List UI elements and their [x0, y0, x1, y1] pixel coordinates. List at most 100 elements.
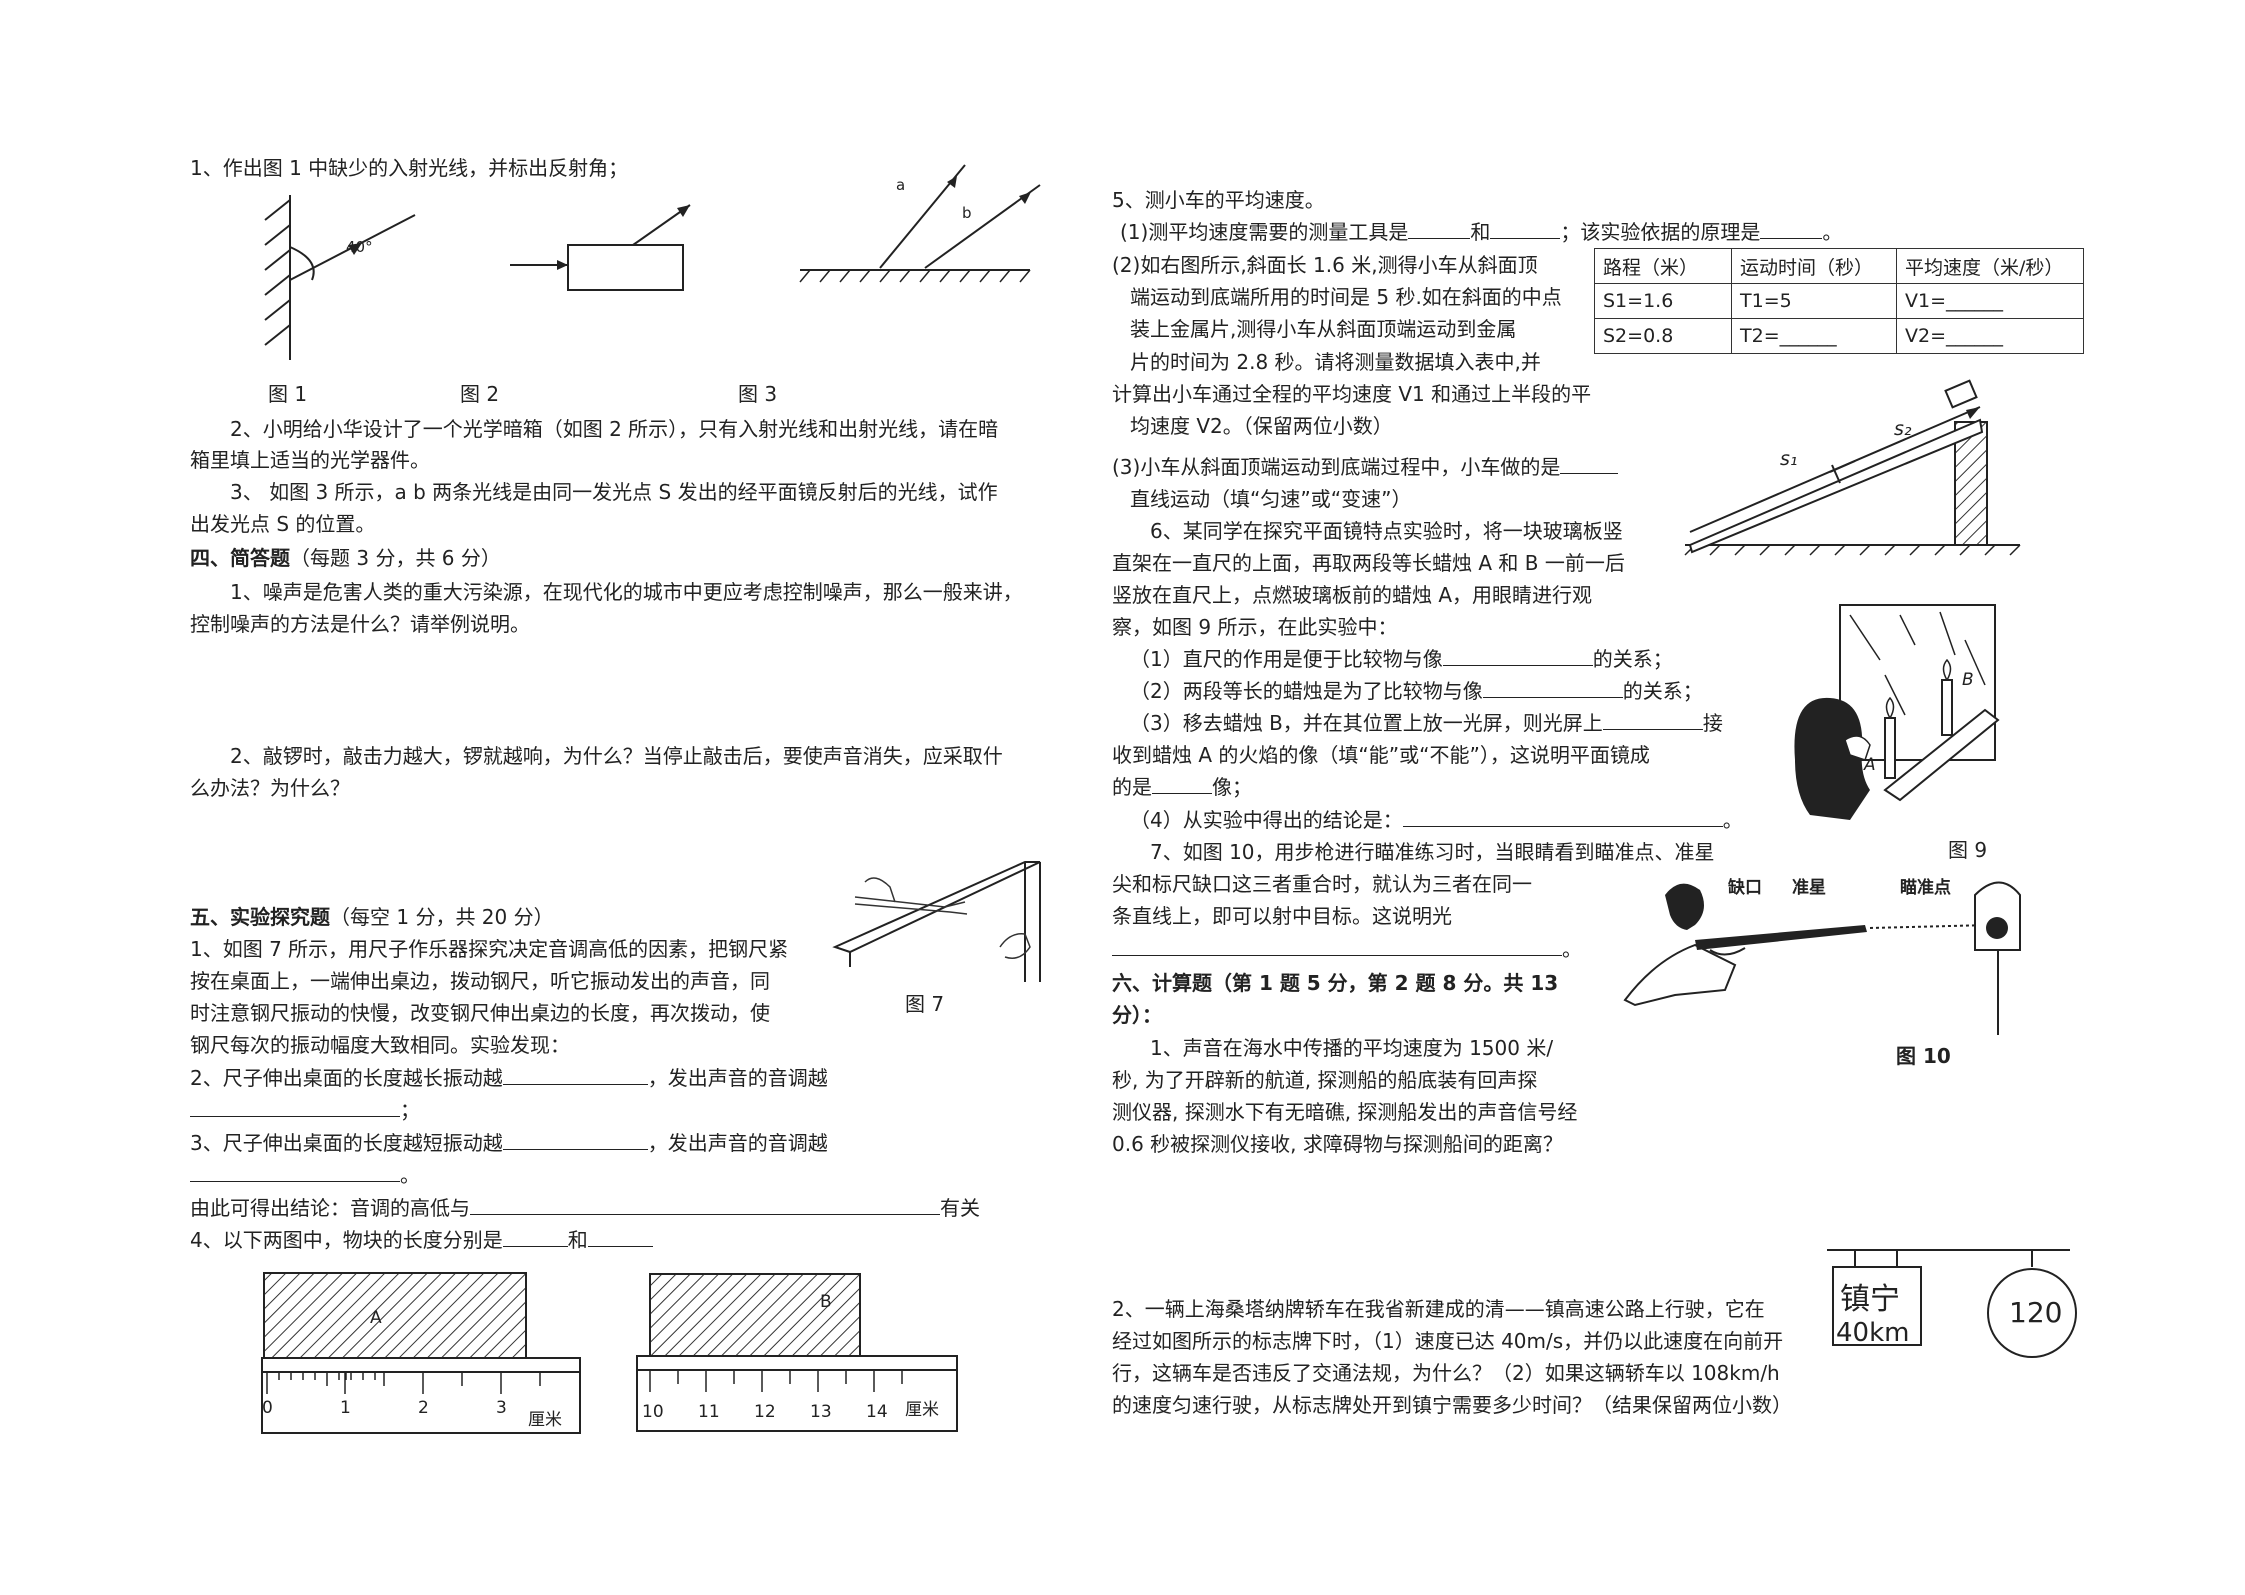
s5-question-3-blank: 。	[190, 1163, 420, 1187]
ruler-b-tick-12: 12	[754, 1402, 776, 1422]
ruler-b-tick-13: 13	[810, 1402, 832, 1422]
question-3-line1: 3、 如图 3 所示，a b 两条光线是由同一发光点 S 发出的经平面镜反射后的…	[230, 480, 998, 504]
table-cell: V1=______	[1896, 283, 2084, 319]
calc-2-line1: 2、一辆上海桑塔纳牌轿车在我省新建成的清——镇高速公路上行驶，它在	[1112, 1297, 1765, 1321]
section-4-heading: 四、简答题（每题 3 分，共 6 分）	[190, 546, 501, 570]
ruler-b-tick-10: 10	[642, 1402, 664, 1422]
fig10-word-aimpoint: 瞄准点	[1900, 878, 1951, 898]
q5-title: 5、测小车的平均速度。	[1112, 188, 1325, 212]
figure-3	[799, 164, 1041, 283]
block-a-label: A	[370, 1308, 382, 1328]
s5-question-1-line4: 钢尺每次的振动幅度大致相同。实验发现：	[190, 1033, 570, 1057]
q6-line3: 竖放在直尺上，点燃玻璃板前的蜡烛 A，用眼睛进行观	[1112, 583, 1593, 607]
table-header: 平均速度（米/秒）	[1896, 248, 2084, 284]
ruler-b-tick-11: 11	[698, 1402, 720, 1422]
calc-2-line3: 行，这辆车是否违反了交通法规，为什么？（2）如果这辆轿车以 108km/h	[1112, 1361, 1780, 1385]
fig3-caption: 图 3	[738, 382, 778, 406]
ruler-a-tick-2: 2	[418, 1398, 429, 1418]
table-cell: T1=5	[1731, 283, 1897, 319]
road-sign-figure	[1827, 1249, 2077, 1358]
fig1-angle-label: 40°	[346, 238, 373, 256]
fig1-caption: 图 1	[268, 382, 308, 406]
s5-question-3: 3、尺子伸出桌面的长度越短振动越，发出声音的音调越	[190, 1131, 828, 1155]
q6-sub4: （4）从实验中得出的结论是：。	[1130, 808, 1743, 832]
q7-line1: 7、如图 10，用步枪进行瞄准练习时，当眼睛看到瞄准点、准星	[1150, 840, 1715, 864]
ruler-b-figure	[636, 1273, 958, 1432]
s5-question-1-line1: 1、如图 7 所示，用尺子作乐器探究决定音调高低的因素，把钢尺紧	[190, 937, 789, 961]
conclusion-line: 由此可得出结论：音调的高低与有关	[190, 1196, 980, 1220]
q5-part2-line2: 端运动到底端所用的时间是 5 秒.如在斜面的中点	[1130, 285, 1562, 309]
q6-sub1: （1）直尺的作用是便于比较物与像的关系；	[1130, 647, 1673, 671]
question-1: 1、作出图 1 中缺少的入射光线，并标出反射角；	[190, 156, 629, 180]
q5-part2-line6: 均速度 V2。（保留两位小数）	[1130, 414, 1393, 438]
q6-sub3-line2: 收到蜡烛 A 的火焰的像（填“能”或“不能”），这说明平面镜成	[1112, 743, 1650, 767]
q6-sub3-line3: 的是像；	[1112, 775, 1252, 799]
figure-1	[264, 195, 416, 360]
fig9-label-b: B	[1962, 670, 1974, 690]
q6-sub3: （3）移去蜡烛 B，并在其位置上放一光屏，则光屏上接	[1130, 711, 1723, 735]
calc-1-line1: 1、声音在海水中传播的平均速度为 1500 米/	[1150, 1036, 1554, 1060]
fig2-caption: 图 2	[460, 382, 500, 406]
s4-question-1-line1: 1、噪声是危害人类的重大污染源，在现代化的城市中更应考虑控制噪声，那么一般来讲，	[230, 580, 1023, 604]
figure-7	[832, 861, 1041, 982]
calc-2-line4: 的速度匀速行驶，从标志牌处开到镇宁需要多少时间？（结果保留两位小数）	[1112, 1393, 1792, 1417]
q7-line3: 条直线上，即可以射中目标。这说明光	[1112, 904, 1452, 928]
ruler-b-unit: 厘米	[905, 1400, 939, 1420]
ruler-a-tick-1: 1	[340, 1398, 351, 1418]
table-header: 运动时间（秒）	[1731, 248, 1897, 284]
table-row: S1=1.6 T1=5 V1=______	[1594, 283, 2084, 319]
slope-s1-label: s₁	[1780, 448, 1798, 470]
table-cell: V2=______	[1896, 318, 2084, 354]
q6-sub2: （2）两段等长的蜡烛是为了比较物与像的关系；	[1130, 679, 1703, 703]
speed-limit-sign: 120	[2009, 1296, 2063, 1329]
table-row: S2=0.8 T2=______ V2=______	[1594, 318, 2084, 354]
s4-question-2-line2: 么办法？为什么？	[190, 776, 350, 800]
fig9-label-a: A	[1864, 755, 1876, 775]
section-6-heading-line2: 分）：	[1112, 1003, 1162, 1027]
s4-question-1-line2: 控制噪声的方法是什么？请举例说明。	[190, 612, 530, 636]
fig9-caption: 图 9	[1948, 838, 1988, 862]
s5-question-2: 2、尺子伸出桌面的长度越长振动越，发出声音的音调越	[190, 1066, 828, 1090]
ruler-a-tick-3: 3	[496, 1398, 507, 1418]
calc-1-line4: 0.6 秒被探测仪接收, 求障碍物与探测船间的距离？	[1112, 1132, 1563, 1156]
table-cell: S2=0.8	[1594, 318, 1732, 354]
fig10-word-notch: 缺口	[1728, 878, 1762, 898]
table-header-row: 路程（米） 运动时间（秒） 平均速度（米/秒）	[1594, 248, 2084, 284]
s5-question-1-line3: 时注意钢尺振动的快慢，改变钢尺伸出桌边的长度，再次拨动，使	[190, 1001, 770, 1025]
ruler-a-figure	[261, 1272, 581, 1434]
section-6-heading-line1: 六、计算题（第 1 题 5 分，第 2 题 8 分。共 13	[1112, 971, 1559, 995]
q5-part3-line2: 直线运动（填“匀速”或“变速”）	[1130, 487, 1412, 511]
figure-2	[510, 204, 691, 291]
calc-1-line3: 测仪器, 探测水下有无暗礁, 探测船发出的声音信号经	[1112, 1100, 1578, 1124]
s5-question-1-line2: 按在桌面上，一端伸出桌边，拨动钢尺，听它振动发出的声音，同	[190, 969, 770, 993]
q5-part2-line3: 装上金属片,测得小车从斜面顶端运动到金属	[1130, 317, 1517, 341]
q7-answer-line: 。	[1112, 937, 1582, 961]
calc-2-line2: 经过如图所示的标志牌下时，（1）速度已达 40m/s，并仍以此速度在向前开	[1112, 1329, 1784, 1353]
fig10-word-sight: 准星	[1792, 878, 1826, 898]
q7-line2: 尖和标尺缺口这三者重合时，就认为三者在同一	[1112, 872, 1532, 896]
q5-part2-line4: 片的时间为 2.8 秒。请将测量数据填入表中,并	[1130, 350, 1541, 374]
table-header: 路程（米）	[1594, 248, 1732, 284]
q6-line1: 6、某同学在探究平面镜特点实验时，将一块玻璃板竖	[1150, 519, 1623, 543]
table-cell: S1=1.6	[1594, 283, 1732, 319]
ruler-a-tick-0: 0	[262, 1398, 273, 1418]
s4-question-2-line1: 2、敲锣时，敲击力越大，锣就越响，为什么？当停止敲击后，要使声音消失，应采取什	[230, 744, 1003, 768]
measurement-table: 路程（米） 运动时间（秒） 平均速度（米/秒） S1=1.6 T1=5 V1=_…	[1594, 248, 2084, 354]
s5-question-2-blank: ；	[190, 1098, 420, 1122]
fig7-caption: 图 7	[905, 992, 945, 1016]
question-2-line2: 箱里填上适当的光学器件。	[190, 448, 430, 472]
slope-figure	[1684, 379, 2021, 556]
question-3-line2: 出发光点 S 的位置。	[190, 512, 376, 536]
calc-1-line2: 秒, 为了开辟新的航道, 探测船的船底装有回声探	[1112, 1068, 1538, 1092]
q6-line2: 直架在一直尺的上面，再取两段等长蜡烛 A 和 B 一前一后	[1112, 551, 1625, 575]
section-5-heading: 五、实验探究题（每空 1 分，共 20 分）	[190, 905, 554, 929]
figure-10	[1623, 881, 2021, 1035]
ruler-a-unit: 厘米	[528, 1410, 562, 1430]
figure-9	[1794, 604, 2000, 820]
ruler-b-tick-14: 14	[866, 1402, 888, 1422]
fig3-label-a: a	[896, 176, 906, 194]
q6-line4: 察，如图 9 所示，在此实验中：	[1112, 615, 1398, 639]
fig3-label-b: b	[962, 204, 972, 222]
q5-part3: (3)小车从斜面顶端运动到底端过程中，小车做的是	[1112, 455, 1619, 479]
sign-distance: 40km	[1836, 1318, 1910, 1348]
